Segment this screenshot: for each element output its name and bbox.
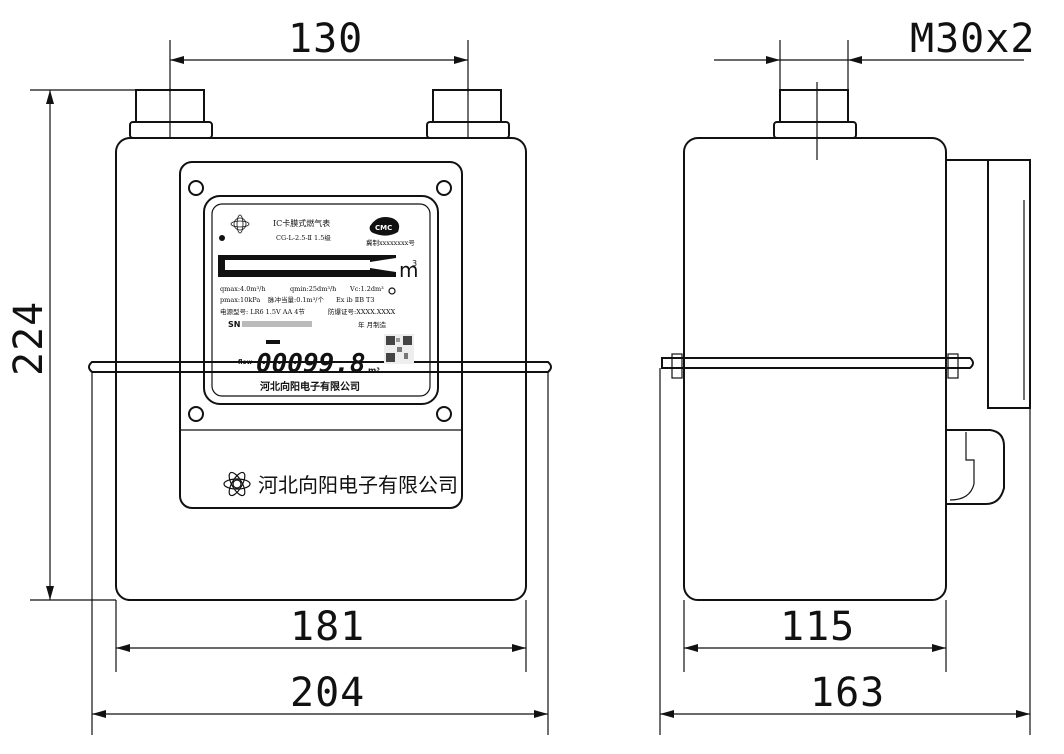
spec-qmin: qmin:25dm³/h (290, 285, 336, 293)
svg-text:CMC: CMC (375, 224, 392, 232)
side-view (661, 82, 1031, 601)
spec-date: 年 月制造 (358, 320, 387, 329)
nameplate-company: 河北向阳电子有限公司 (260, 380, 360, 393)
spec-vc: Vc:1.2dm³ (349, 285, 384, 293)
spec-pmax: pmax:10kPa (220, 296, 260, 304)
screw-icon (188, 406, 204, 422)
dimension-lines: 130 M30x2 224 181 204 115 (6, 16, 1035, 735)
qr-code-icon (384, 334, 414, 364)
right-connector (426, 88, 510, 139)
dim-side-outer: 163 (810, 670, 885, 716)
strap-band-side (661, 357, 974, 369)
svg-text:3: 3 (412, 259, 417, 268)
cmc-logo-icon: CMC (369, 217, 400, 236)
screw-icon (436, 406, 452, 422)
front-view: IC卡膜式燃气表 CG-L-2.5-Ⅱ 1.5级 CMC 冀制xxxxxxxx号… (88, 88, 552, 601)
spec-ex: Ex ib ⅡB T3 (336, 296, 375, 304)
side-connector (773, 82, 857, 160)
company-logo-icon (230, 214, 250, 234)
spec-pulse: 脉冲当量:0.1m³/个 (268, 295, 324, 304)
nameplate-model: CG-L-2.5-Ⅱ 1.5级 (276, 233, 331, 242)
spec-qmax: qmax:4.0m³/h (220, 285, 266, 293)
dim-front-inner: 181 (290, 604, 365, 650)
nameplate-cert: 冀制xxxxxxxx号 (366, 238, 415, 247)
nameplate-frame (203, 195, 439, 405)
dim-side-inner: 115 (780, 604, 855, 650)
left-connector (129, 88, 213, 139)
dim-front-outer: 204 (290, 670, 365, 716)
dim-top-right: M30x2 (910, 16, 1035, 62)
side-housing (946, 159, 1031, 505)
spec-sn-label: SN (228, 320, 240, 329)
nameplate-title: IC卡膜式燃气表 (273, 218, 330, 228)
seal-dot-icon (219, 235, 225, 241)
meter-body-front (115, 137, 527, 601)
serial-number-blurred (242, 321, 312, 327)
spec-explosion-cert: 防爆证号:XXXX.XXXX (328, 307, 396, 316)
screw-icon (436, 180, 452, 196)
mechanical-counter (218, 255, 396, 277)
counter-unit: m (399, 258, 418, 282)
dim-top-left: 130 (288, 16, 363, 62)
front-company-name: 河北向阳电子有限公司 (258, 473, 458, 497)
seal-dot-icon (388, 287, 396, 295)
lcd-prefix: flow (238, 359, 253, 366)
lcd-reading: 00099.8 (256, 349, 366, 379)
nameplate (211, 203, 431, 397)
dim-height: 224 (6, 301, 52, 376)
lcd-unit: m³ (368, 366, 380, 375)
screw-icon (188, 180, 204, 196)
front-panel (179, 161, 463, 509)
lcd-label-mark (266, 340, 280, 344)
spec-battery: 电源型号: LR6 1.5V AA 4节 (220, 307, 305, 316)
atom-logo-icon (223, 471, 251, 497)
